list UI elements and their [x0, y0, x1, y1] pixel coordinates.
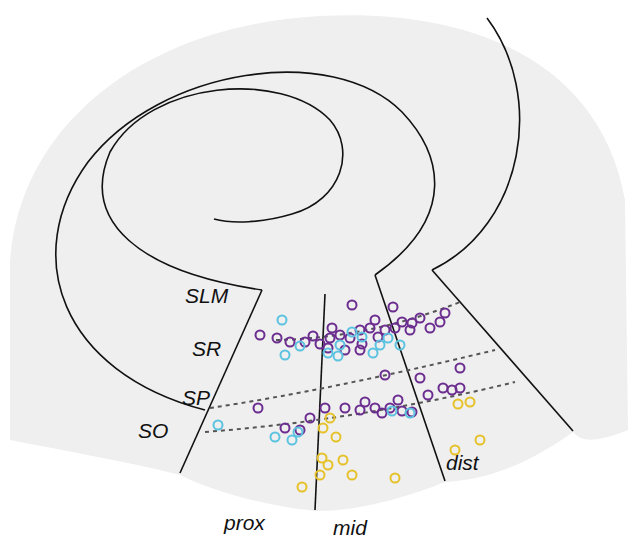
cell-marker — [424, 391, 433, 400]
cell-marker — [306, 414, 315, 423]
cell-marker — [466, 398, 475, 407]
region-label: dist — [446, 452, 479, 473]
region-label: mid — [333, 517, 367, 538]
cell-marker — [256, 331, 265, 340]
cell-marker — [384, 334, 393, 343]
tissue-ground — [10, 15, 628, 511]
cell-marker — [394, 396, 403, 405]
dashed-boundary — [210, 350, 495, 408]
layer-outlines — [56, 18, 573, 510]
cell-marker — [456, 384, 465, 393]
cell-marker — [346, 334, 355, 343]
cell-marker — [332, 433, 341, 442]
cell-marker — [371, 316, 380, 325]
cell-marker — [436, 318, 445, 327]
cell-marker — [341, 404, 350, 413]
cell-marker — [324, 461, 333, 470]
cell-marker — [406, 409, 415, 418]
layer-label: SLM — [185, 285, 228, 306]
cell-marker — [454, 400, 463, 409]
dashed-boundary — [205, 382, 515, 432]
cell-marker — [348, 301, 357, 310]
cell-marker — [391, 474, 400, 483]
layer-label: SR — [192, 338, 221, 359]
cell-marker — [281, 424, 290, 433]
cell-marker — [441, 309, 450, 318]
sector-line — [375, 275, 445, 481]
cell-marker — [376, 341, 385, 350]
cell-marker — [316, 471, 325, 480]
cell-marker — [369, 349, 378, 358]
cell-marker — [336, 331, 345, 340]
cell-marker — [324, 349, 333, 358]
cell-marker — [271, 433, 280, 442]
cell-marker — [356, 346, 365, 355]
cell-marker — [278, 316, 287, 325]
cell-marker — [214, 421, 223, 430]
cell-marker — [334, 352, 343, 361]
cell-marker — [298, 483, 307, 492]
cell-markers — [214, 301, 485, 492]
cell-marker — [348, 328, 357, 337]
cell-marker — [309, 332, 318, 341]
cell-marker — [336, 341, 345, 350]
cell-marker — [286, 338, 295, 347]
cell-marker — [288, 436, 297, 445]
cell-marker — [389, 303, 398, 312]
cell-marker — [254, 404, 263, 413]
outer-curve — [56, 72, 435, 410]
cell-marker — [426, 324, 435, 333]
cell-marker — [296, 342, 305, 351]
cell-marker — [326, 334, 335, 343]
cell-marker — [388, 407, 397, 416]
dashed-boundary — [276, 302, 460, 340]
cell-marker — [319, 424, 328, 433]
cell-marker — [416, 314, 425, 323]
sector-line — [180, 290, 262, 473]
cell-marker — [328, 324, 337, 333]
sector-line — [315, 294, 325, 510]
cell-marker — [398, 318, 407, 327]
cell-marker — [456, 364, 465, 373]
region-label: prox — [224, 512, 265, 533]
cell-marker — [439, 384, 448, 393]
cell-marker — [416, 374, 425, 383]
cell-marker — [361, 398, 370, 407]
cell-marker — [281, 351, 290, 360]
cell-marker — [348, 471, 357, 480]
sector-line — [432, 270, 573, 431]
cell-marker — [396, 341, 405, 350]
cell-marker — [326, 414, 335, 423]
layer-label: SO — [138, 420, 168, 441]
cell-marker — [321, 404, 330, 413]
cell-marker — [476, 436, 485, 445]
inner-curve — [102, 89, 342, 290]
layer-label: SP — [182, 387, 210, 408]
cell-marker — [294, 428, 303, 437]
cell-marker — [273, 334, 282, 343]
cell-marker — [358, 333, 367, 342]
right-curve — [432, 18, 520, 270]
cell-marker — [381, 371, 390, 380]
cell-marker — [339, 456, 348, 465]
layer-boundaries — [205, 302, 515, 432]
